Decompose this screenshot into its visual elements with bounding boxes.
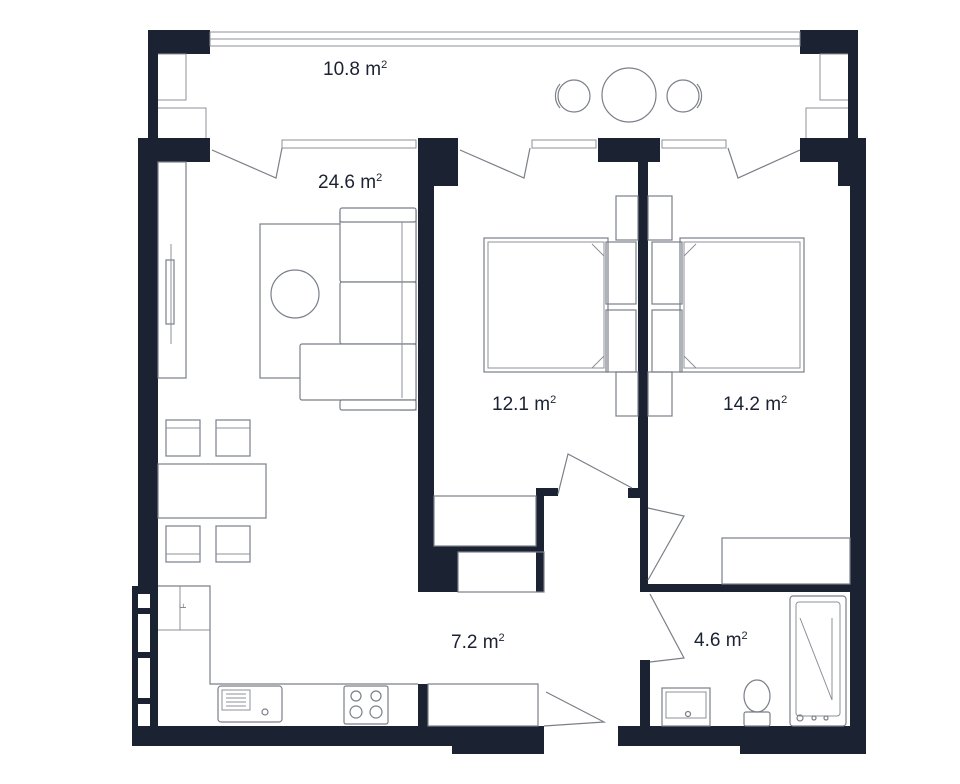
- bathroom-area-value: 4.6 m: [694, 630, 742, 651]
- bedroom1-area-label: 12.1 m2: [492, 394, 556, 416]
- doors: [211, 147, 801, 727]
- living-area-value: 24.6 m: [318, 172, 377, 193]
- windows: [158, 31, 848, 149]
- bedside-table-1b: [615, 371, 639, 417]
- bottom-wall-left: [132, 726, 544, 746]
- bed1-pillow-bottom: [605, 309, 637, 373]
- terrace-wall-right: [848, 30, 858, 140]
- bedroom1-wall-stub-v: [536, 488, 544, 592]
- wardrobe1: [433, 495, 537, 547]
- sofa-arm: [339, 399, 417, 411]
- dining-chair-2: [215, 419, 251, 457]
- tv-unit: [157, 161, 187, 379]
- bedroom1-area-value: 12.1 m: [492, 394, 551, 415]
- bedside-table-2a: [647, 195, 673, 241]
- bedroom2-area-value: 14.2 m: [723, 394, 782, 415]
- wall-kitchen-partition: [418, 684, 428, 736]
- outer-wall-left-lower-a: [132, 586, 158, 594]
- terrace-wall-left: [148, 30, 158, 140]
- bed2-pillow-top: [651, 241, 683, 305]
- living-area-unit: 2: [376, 172, 383, 184]
- wall-living-bedroom1: [418, 138, 434, 592]
- outer-wall-left-notch-2: [132, 652, 158, 658]
- hallway-area-label: 7.2 m2: [451, 632, 505, 654]
- outer-wall-left-lower-b: [132, 586, 138, 746]
- hallway-furniture: [427, 683, 539, 727]
- sofa-chaise: [299, 343, 417, 401]
- sofa-arm-top: [339, 207, 417, 223]
- wardrobe1-cap: [434, 546, 544, 552]
- coffee-table: [270, 269, 320, 319]
- window-living: [281, 139, 417, 149]
- dining-chair-4: [215, 525, 251, 563]
- kitchen: [158, 585, 418, 725]
- dining-chair-1: [165, 419, 201, 457]
- fridge-label: F: [177, 603, 188, 609]
- dining-chair-3: [165, 525, 201, 563]
- outer-wall-left: [138, 138, 158, 586]
- wall-bedroom1-bedroom2: [638, 138, 648, 498]
- window-bedroom2: [661, 139, 727, 149]
- wall-bedroom2-bathroom: [640, 584, 866, 592]
- bottom-notch-left: [452, 734, 544, 754]
- bathroom-area-unit: 2: [741, 630, 748, 642]
- bedroom2-area-unit: 2: [781, 394, 788, 406]
- bedroom1-area-unit: 2: [550, 394, 557, 406]
- outer-wall-left-lower-c: [150, 586, 158, 746]
- bed1: [483, 237, 609, 373]
- wall-bathroom-left: [640, 660, 650, 746]
- bedroom1-wall-stub: [536, 488, 558, 496]
- terrace-area-unit: 2: [381, 59, 388, 71]
- bed1-pillow-top: [605, 241, 637, 305]
- kitchen-sink: [217, 685, 283, 723]
- terrace-chair-left: [557, 79, 591, 113]
- bedroom2-area-label: 14.2 m2: [723, 394, 787, 416]
- hallway-area-unit: 2: [498, 632, 505, 644]
- bathtub: [789, 595, 847, 727]
- bottom-notch-right-divider: [796, 734, 802, 754]
- terrace-area-value: 10.8 m: [323, 59, 382, 80]
- terrace-area-label: 10.8 m2: [323, 59, 387, 81]
- toilet: [743, 679, 771, 713]
- wardrobe2: [721, 537, 851, 585]
- terrace-chair-right: [666, 79, 700, 113]
- bed2-pillow-bottom: [651, 309, 683, 373]
- bedroom2-furniture: [647, 195, 851, 585]
- outer-wall-left-notch-1: [132, 608, 158, 614]
- window-bedroom1: [531, 139, 597, 149]
- living-area-label: 24.6 m2: [318, 172, 382, 194]
- bottom-notch-right: [740, 734, 866, 754]
- living-furniture: [157, 161, 417, 563]
- wall-bedroom1-stub: [628, 488, 644, 498]
- wardrobe1-lower: [457, 551, 545, 593]
- bed2: [679, 237, 805, 373]
- bathroom-furniture: [661, 595, 847, 727]
- wall-living-bedroom1-end: [418, 546, 458, 592]
- dining-table: [157, 463, 267, 519]
- hall-wardrobe: [427, 683, 539, 727]
- terrace-table-set: [554, 67, 703, 123]
- sofa-cushion-2: [339, 281, 417, 345]
- bedside-table-2b: [647, 371, 673, 417]
- bathroom-area-label: 4.6 m2: [694, 630, 748, 652]
- wall-bedroom1-bedroom2-lower: [640, 498, 648, 586]
- bedroom1-furniture: [433, 195, 639, 593]
- kitchen-hob: [343, 685, 389, 725]
- facade-pier-3: [598, 138, 660, 162]
- bedside-table-1a: [615, 195, 639, 241]
- bathroom-vanity: [661, 687, 711, 727]
- hallway-area-value: 7.2 m: [451, 632, 499, 653]
- outer-wall-left-notch-3: [132, 698, 158, 704]
- walls: [132, 30, 866, 754]
- terrace-table: [601, 67, 657, 123]
- outer-wall-right: [850, 138, 866, 738]
- tv: [165, 259, 175, 325]
- terrace-pier-left: [148, 30, 210, 54]
